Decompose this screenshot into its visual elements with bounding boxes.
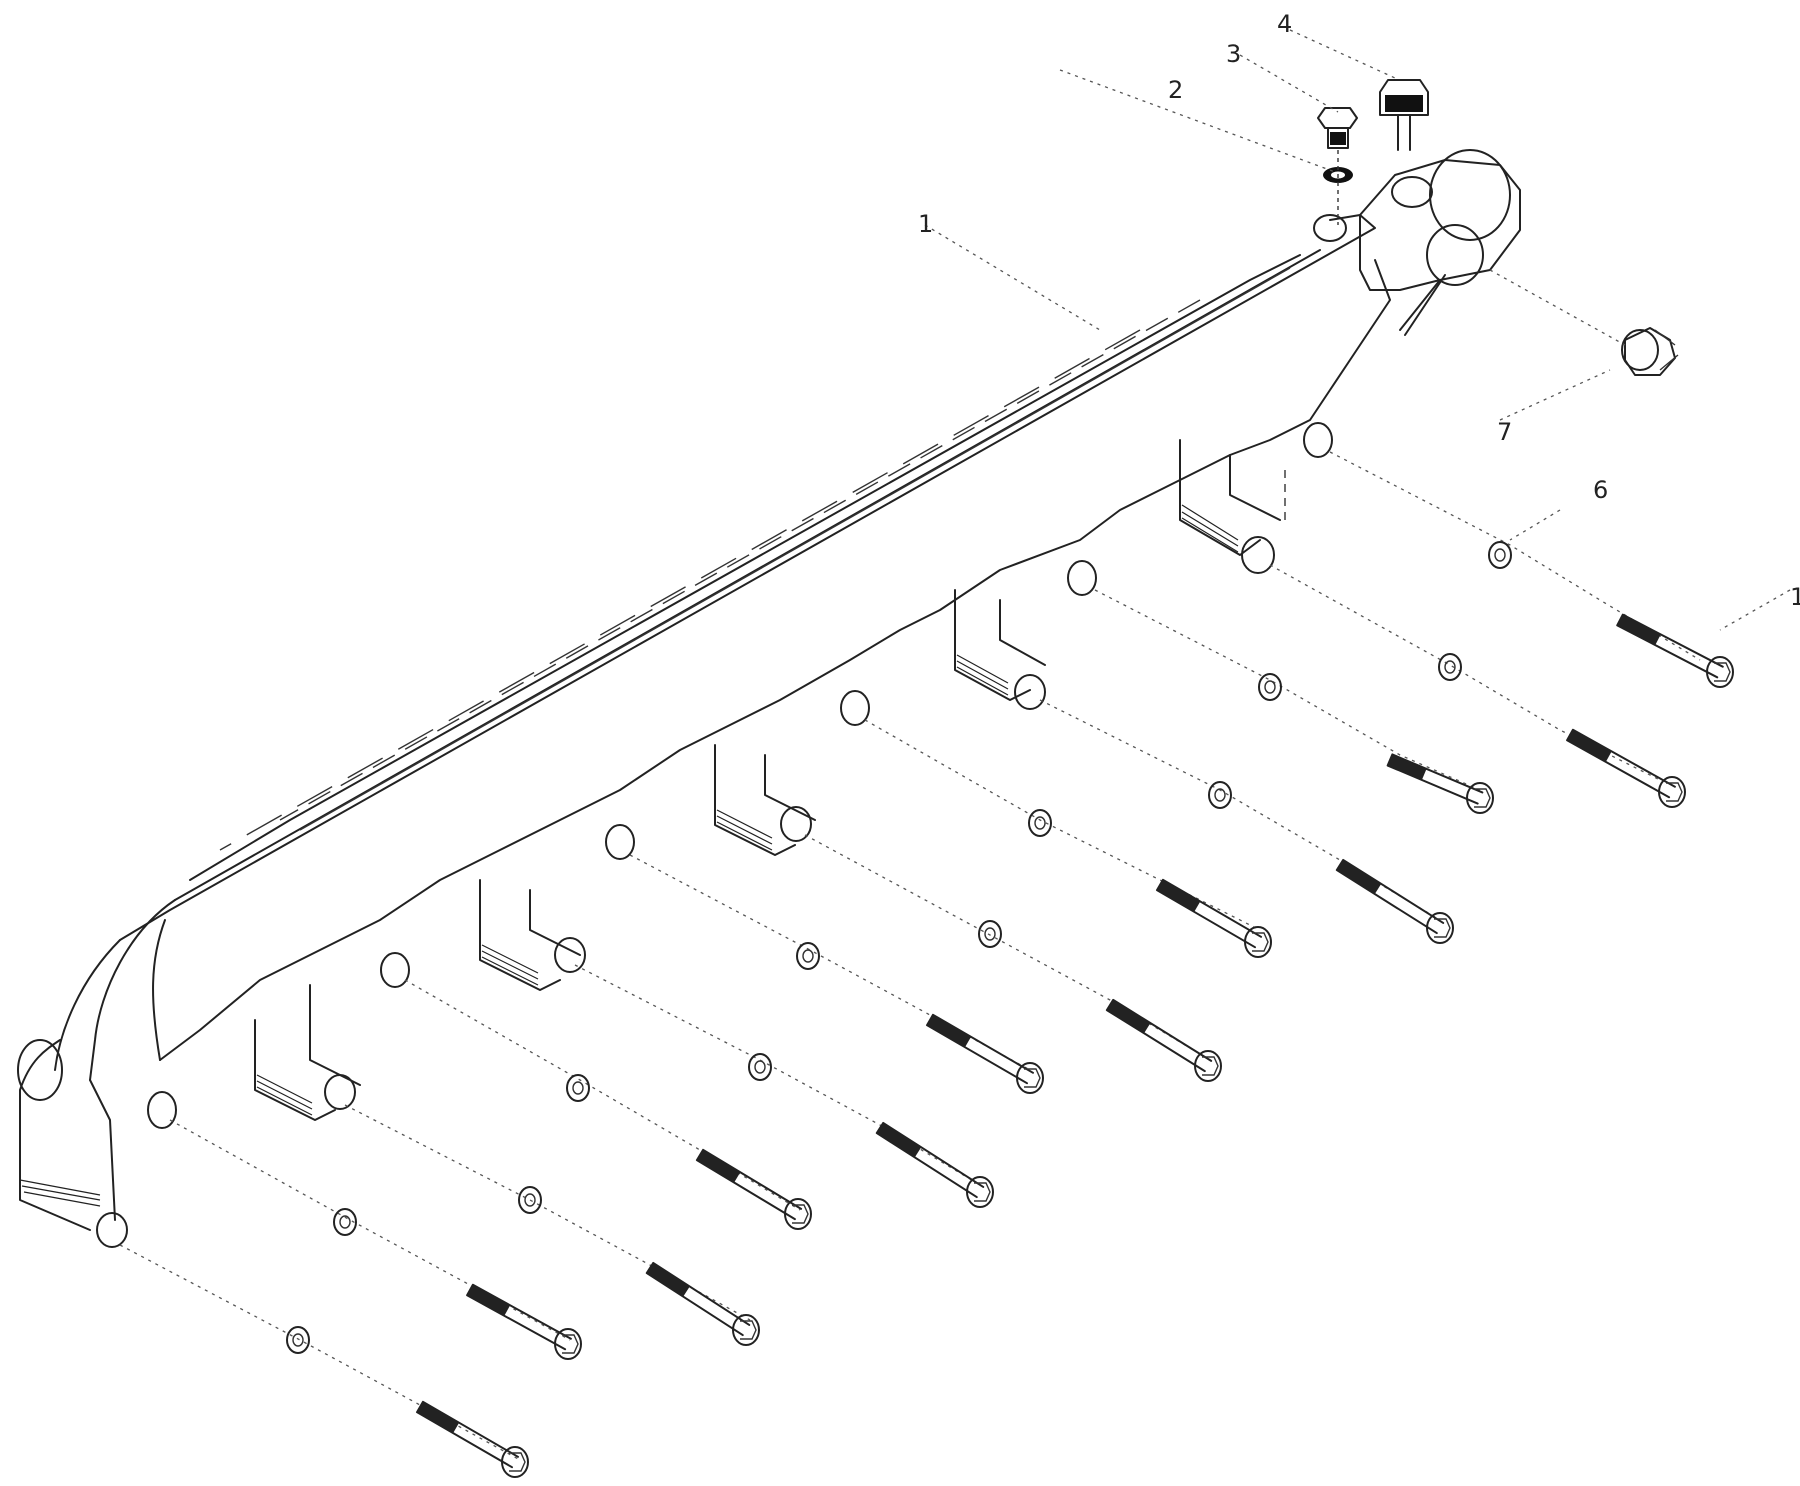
hex-bolt — [1616, 613, 1734, 688]
manifold-body — [17, 149, 1521, 1248]
hex-bolt — [415, 1400, 529, 1478]
port-flange-2 — [954, 560, 1097, 710]
hex-bolt — [695, 1148, 812, 1230]
hex-bolt — [1155, 878, 1272, 958]
port-flange-4 — [479, 824, 635, 991]
washer-part-6 — [1488, 541, 1512, 569]
bolts — [415, 613, 1734, 1478]
washer — [796, 942, 820, 970]
callout-labels: 2 3 4 1 6 7 1 — [918, 10, 1800, 611]
port-flange-3 — [714, 690, 870, 856]
callout-label-1-right: 1 — [1790, 583, 1800, 611]
cap-nut-part-4 — [1379, 79, 1429, 151]
port-flanges — [254, 422, 1333, 1121]
hex-bolt — [925, 1013, 1044, 1094]
washer — [1438, 653, 1462, 681]
hex-bolt — [1335, 858, 1454, 944]
hex-bolt — [1386, 753, 1494, 814]
lock-washers — [286, 541, 1512, 1354]
washer — [978, 920, 1002, 948]
plug-part-3 — [1317, 107, 1358, 149]
callout-label-6: 6 — [1593, 476, 1608, 504]
callout-label-4: 4 — [1277, 10, 1292, 38]
callout-label-2: 2 — [1168, 76, 1183, 104]
washer — [518, 1186, 542, 1214]
leader-lines — [119, 29, 1791, 1461]
washer — [1208, 781, 1232, 809]
hex-bolt — [1105, 998, 1222, 1082]
hex-bolt — [466, 1283, 582, 1360]
callout-label-7: 7 — [1497, 418, 1512, 446]
washer — [1258, 673, 1282, 701]
callout-label-1: 1 — [918, 210, 933, 238]
washer — [1028, 809, 1052, 837]
plug-part-7 — [1621, 327, 1679, 376]
hex-bolt — [875, 1121, 994, 1208]
washer — [748, 1053, 772, 1081]
hex-bolt — [645, 1261, 760, 1346]
port-flange-5 — [254, 952, 410, 1121]
washer — [286, 1326, 310, 1354]
washer — [333, 1208, 357, 1236]
port-flange-1 — [1179, 422, 1333, 574]
callout-label-3: 3 — [1226, 40, 1241, 68]
washer — [566, 1074, 590, 1102]
top-fittings — [1317, 79, 1429, 225]
hex-bolt — [1566, 728, 1686, 808]
